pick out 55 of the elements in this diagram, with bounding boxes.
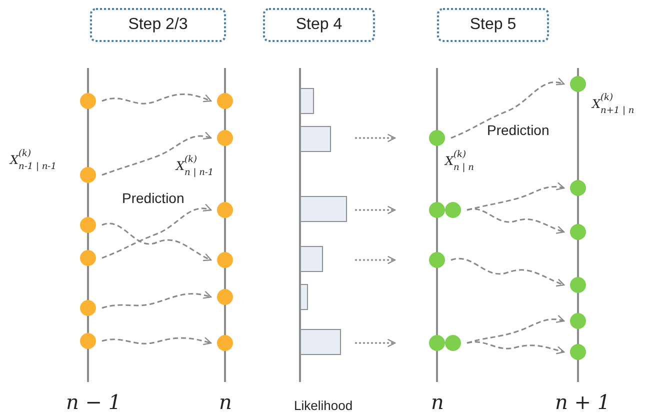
likelihood-bar	[300, 126, 331, 152]
step-box: Step 4	[263, 8, 375, 42]
wavy-arrow	[450, 78, 565, 139]
particle-dot	[570, 180, 586, 196]
likelihood-bar	[300, 88, 314, 114]
particle-dot	[429, 335, 445, 351]
particle-dot	[217, 93, 233, 109]
particle-dot	[217, 289, 233, 305]
particle-dot	[80, 333, 96, 349]
particle-dot	[217, 130, 233, 146]
wavy-arrow	[466, 315, 565, 344]
wavy-arrow	[102, 222, 212, 261]
particle-dot	[217, 202, 233, 218]
particle-dot	[570, 313, 586, 329]
wavy-arrow	[102, 337, 212, 346]
wavy-arrow	[466, 208, 565, 234]
particle-dot	[429, 252, 445, 268]
step-box: Step 2/3	[90, 8, 226, 42]
likelihood-bar	[300, 196, 347, 222]
wavy-arrow	[466, 341, 565, 354]
likelihood-bar	[300, 246, 323, 272]
particle-dot	[80, 93, 96, 109]
step-box: Step 5	[437, 8, 549, 42]
particle-dot	[445, 202, 461, 218]
dotted-arrow	[355, 134, 396, 142]
wavy-arrow	[450, 258, 565, 286]
particle-dot	[80, 217, 96, 233]
particle-dot	[429, 130, 445, 146]
time-index-label: n	[219, 390, 232, 414]
process-label: Prediction	[122, 190, 184, 206]
particle-dot	[217, 252, 233, 268]
dotted-arrow	[355, 338, 396, 348]
particle-dot	[80, 167, 96, 183]
dotted-arrow	[355, 206, 396, 214]
particle-dot	[429, 202, 445, 218]
time-index-label: n + 1	[555, 390, 610, 414]
particle-dot	[570, 224, 586, 240]
wavy-arrow	[102, 94, 212, 104]
likelihood-bar	[300, 329, 341, 355]
time-index-label: n − 1	[66, 390, 122, 414]
likelihood-bar	[300, 284, 308, 310]
process-label: Prediction	[487, 122, 550, 138]
particle-dot	[570, 76, 586, 92]
time-index-label: n	[431, 390, 444, 414]
particle-dot	[570, 344, 586, 360]
axis-label: Likelihood	[294, 398, 353, 413]
particle-dot	[80, 250, 96, 266]
particle-dot	[80, 300, 96, 316]
dotted-arrow	[355, 256, 396, 264]
wavy-arrow	[102, 132, 212, 176]
particle-dot	[445, 335, 461, 351]
particle-dot	[217, 335, 233, 351]
wavy-arrow	[102, 290, 212, 309]
particle-dot	[570, 277, 586, 293]
wavy-arrow	[102, 204, 212, 259]
